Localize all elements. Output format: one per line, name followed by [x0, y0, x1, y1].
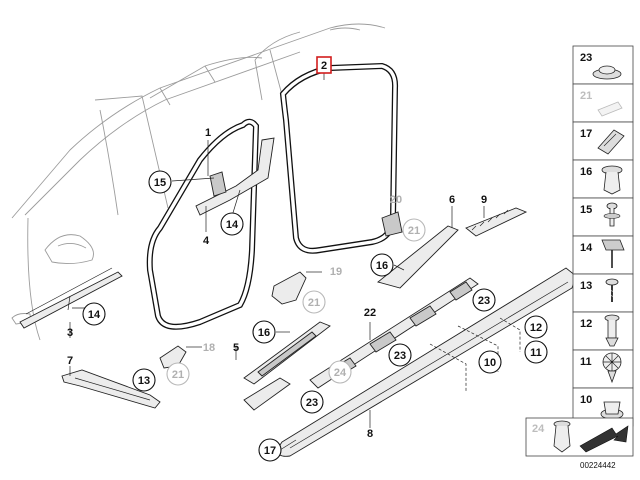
lower-cover-part	[61, 369, 161, 409]
callout-20: 20	[390, 194, 402, 206]
screw-nut-icon	[601, 239, 625, 268]
callout-18: 18	[203, 342, 215, 354]
push-clip-icon	[553, 420, 571, 453]
fastener-box-23	[572, 45, 634, 85]
callout-5: 5	[233, 342, 239, 354]
callout-2: 2	[321, 60, 327, 72]
screw-icon	[605, 278, 619, 302]
callout-16-circle-b	[252, 320, 276, 344]
callout-23-circle-c	[300, 390, 324, 414]
fastener-label-16: 16	[580, 166, 592, 178]
callout-17-circle	[258, 438, 282, 462]
callout-16-b: 16	[258, 327, 270, 339]
fastener-label-12: 12	[580, 318, 592, 330]
callout-21-c: 21	[172, 369, 184, 381]
callout-14-circle	[220, 212, 244, 236]
small-bracket-part	[159, 345, 187, 369]
fastener-label-17: 17	[580, 128, 592, 140]
callout-12-circle	[524, 315, 548, 339]
callout-23-c: 23	[306, 397, 318, 409]
callout-16-a: 16	[376, 260, 388, 272]
callout-16-circle-a	[370, 253, 394, 277]
fastener-label-21: 21	[580, 90, 592, 102]
callout-13-circle-a	[132, 368, 156, 392]
callout-6: 6	[449, 194, 455, 206]
callout-14: 14	[226, 219, 239, 231]
sill-plate-part	[243, 321, 331, 385]
callout-11-a: 11	[530, 347, 542, 359]
fastener-label-15: 15	[580, 204, 592, 216]
fastener-label-14: 14	[580, 242, 593, 254]
callout-12: 12	[530, 322, 542, 334]
fastener-label-13: 13	[580, 280, 592, 292]
clip-nut-icon	[597, 101, 623, 117]
callout-8: 8	[367, 428, 373, 440]
grommet-clip-icon	[600, 401, 624, 420]
callout-23-circle-b	[388, 343, 412, 367]
document-number: 00224442	[580, 461, 616, 470]
callout-11-circle-a	[524, 340, 548, 364]
callout-9: 9	[481, 194, 487, 206]
front-sill-strip-part	[19, 267, 123, 329]
fastener-box-13	[572, 273, 634, 313]
trim-holder-part	[271, 271, 307, 305]
grommet-icon	[592, 65, 622, 80]
spreader-clip-icon	[602, 352, 622, 384]
car-body-outline	[11, 23, 386, 341]
callout-21-circle-b	[302, 290, 326, 314]
bracket-part	[465, 207, 528, 237]
callout-22: 22	[364, 307, 376, 319]
screw-rivet-icon	[603, 202, 621, 227]
plastic-rivet-icon	[604, 314, 620, 347]
callout-21-circle-c	[166, 362, 190, 386]
callout-19: 19	[330, 266, 342, 278]
callout-15-circle	[148, 170, 172, 194]
clip-icon	[597, 129, 625, 155]
callout-14-circle-b	[82, 302, 106, 326]
callout-2-box	[316, 56, 332, 74]
door-seal-part	[279, 62, 399, 254]
callout-24: 24	[334, 367, 347, 379]
callout-7: 7	[67, 355, 73, 367]
callout-21-circle-a	[402, 218, 426, 242]
callout-24-circle	[328, 360, 352, 384]
callout-13-a: 13	[138, 375, 150, 387]
callout-17: 17	[264, 445, 276, 457]
callout-4: 4	[203, 235, 210, 247]
threshold-trim-part	[377, 211, 459, 289]
fastener-label-23: 23	[580, 52, 592, 64]
fastener-panel: 23 21 17 16 15	[525, 45, 634, 470]
fastener-label-24: 24	[532, 423, 545, 435]
callout-15: 15	[154, 177, 166, 189]
callout-10-a: 10	[484, 357, 496, 369]
callout-21-a: 21	[408, 225, 420, 237]
fastener-label-11: 11	[580, 356, 592, 368]
callouts: 2 1 15 14 4 20 21 6 9 16 19 21 14 3 22 2…	[67, 56, 548, 462]
callout-23-circle-a	[472, 288, 496, 312]
callout-21-b: 21	[308, 297, 320, 309]
callout-14-b: 14	[88, 309, 101, 321]
fastener-label-10: 10	[580, 394, 592, 406]
callout-1: 1	[205, 127, 211, 139]
callout-23-a: 23	[478, 295, 490, 307]
callout-10-circle-a	[478, 350, 502, 374]
fastener-box-11	[572, 349, 634, 389]
fastener-box-15	[572, 197, 634, 237]
arrow-icon	[579, 425, 629, 453]
callout-23-b: 23	[394, 350, 406, 362]
expanding-rivet-icon	[601, 165, 623, 195]
fastener-box-17	[572, 121, 634, 161]
callout-3: 3	[67, 327, 73, 339]
door-opening-seal-part	[146, 118, 260, 330]
